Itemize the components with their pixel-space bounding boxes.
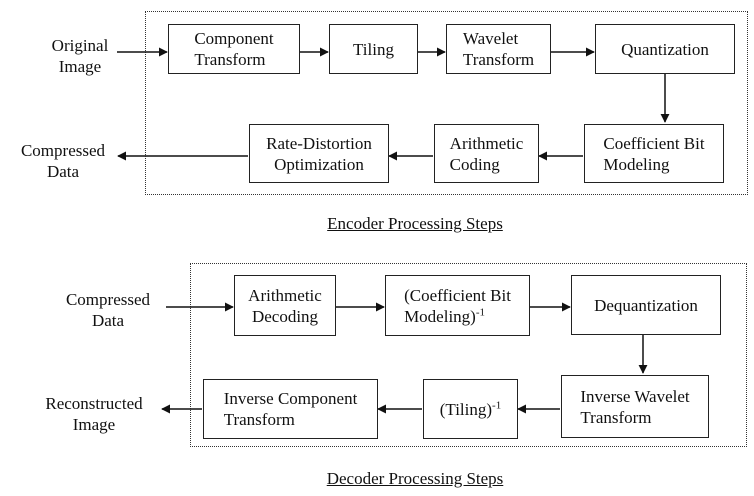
decoder-frame xyxy=(190,263,747,447)
dequantization-box: Dequantization xyxy=(571,275,721,335)
decoder-title: Decoder Processing Steps xyxy=(326,469,504,488)
tiling-inverse-box: (Tiling)-1 xyxy=(423,379,518,439)
quantization-box: Quantization xyxy=(595,24,735,74)
encoder-title: Encoder Processing Steps xyxy=(327,214,503,233)
coefficient-bit-modeling-inverse-box: (Coefficient Bit Modeling)-1 xyxy=(385,275,530,336)
tiling-box: Tiling xyxy=(329,24,418,74)
encoder-frame xyxy=(145,11,748,195)
